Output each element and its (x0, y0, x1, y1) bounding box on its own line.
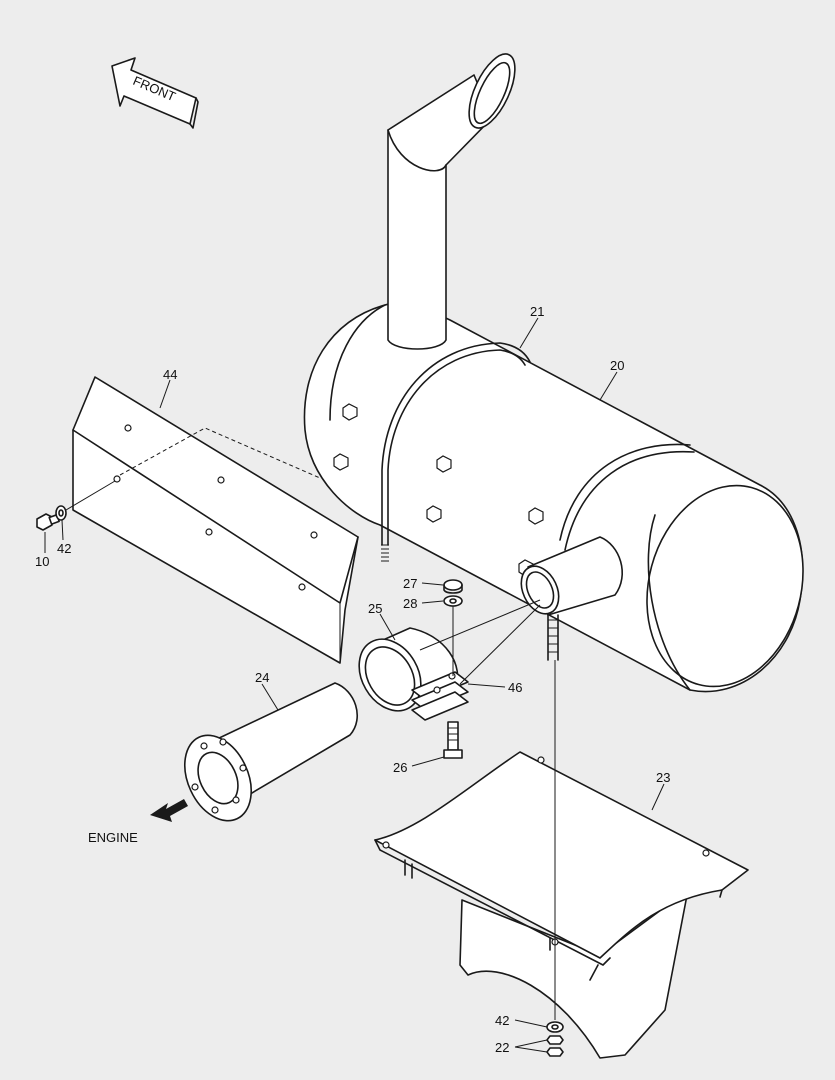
muffler-inlet (520, 536, 624, 616)
callout-10: 10 (35, 554, 49, 569)
callout-24: 24 (255, 670, 269, 685)
leader-lines (44, 317, 665, 1053)
u-bolt-strap (381, 342, 559, 661)
callout-28: 28 (403, 596, 417, 611)
washer-42-top (55, 480, 116, 521)
clamp (358, 599, 541, 721)
callout-42-top: 42 (57, 541, 71, 556)
callout-labels: 21 20 44 10 42 27 28 25 46 24 26 23 42 2… (35, 304, 670, 1055)
exhaust-stack (387, 53, 516, 350)
muffler-body (303, 302, 804, 693)
callout-46: 46 (508, 680, 522, 695)
callout-25: 25 (368, 601, 382, 616)
washer-42-bottom (546, 1021, 564, 1033)
callout-44: 44 (163, 367, 177, 382)
callout-20: 20 (610, 358, 624, 373)
exhaust-pipe (184, 682, 359, 822)
engine-label: ENGINE (88, 830, 138, 845)
washer-28 (443, 595, 463, 607)
callout-22: 22 (495, 1040, 509, 1055)
bolt-26 (443, 721, 463, 759)
callout-26: 26 (393, 760, 407, 775)
front-direction-arrow: FRONT (111, 57, 199, 129)
nuts-22 (546, 1035, 564, 1057)
nut-27 (443, 579, 463, 594)
engine-direction-arrow: ENGINE (88, 799, 188, 845)
support-bracket (374, 660, 749, 1059)
callout-27: 27 (403, 576, 417, 591)
callout-23: 23 (656, 770, 670, 785)
callout-21: 21 (530, 304, 544, 319)
heat-shield (72, 376, 359, 664)
bolt-10 (36, 513, 60, 531)
callout-42-bottom: 42 (495, 1013, 509, 1028)
